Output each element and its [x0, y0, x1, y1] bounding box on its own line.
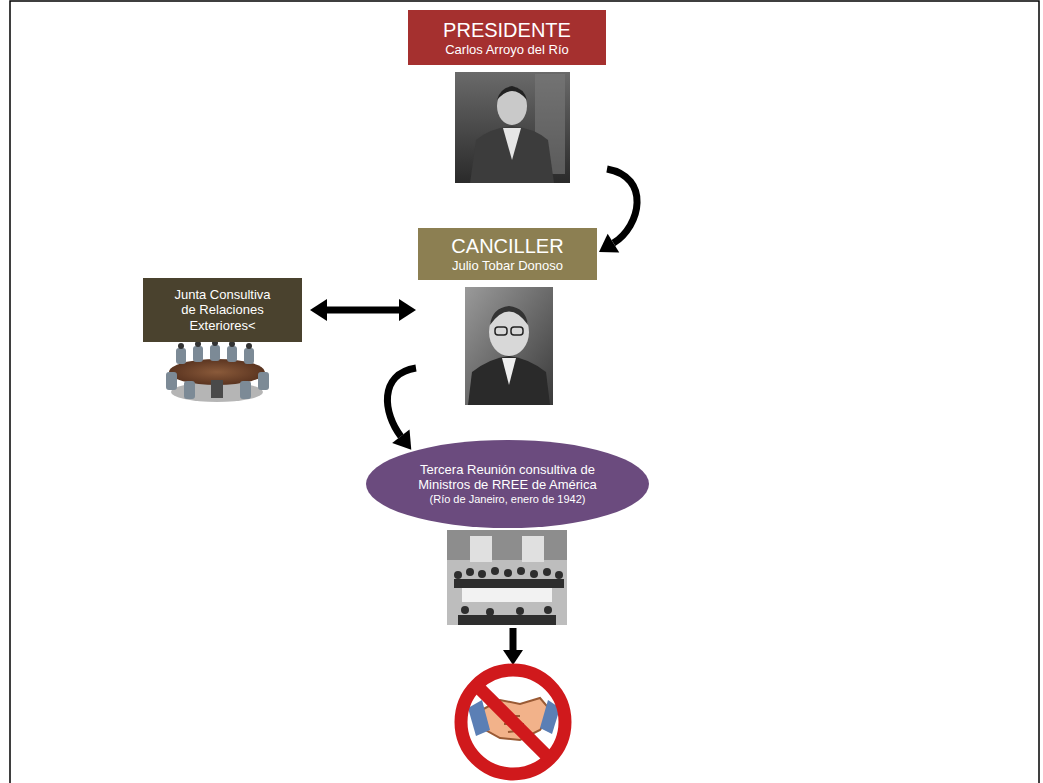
label-band: Junta Consultiva de Relaciones Exteriore…	[143, 278, 302, 342]
president-box: PRESIDENTECarlos Arroyo del Río	[408, 10, 606, 183]
connector-arrow	[599, 169, 637, 252]
node-heading: Tercera Reunión consultiva de Ministros …	[405, 462, 610, 493]
president-photo	[455, 72, 570, 183]
connector-line	[327, 307, 399, 314]
node-subtext: Carlos Arroyo del Río	[445, 42, 569, 58]
chancellor-photo	[465, 287, 553, 405]
label-band: CANCILLERJulio Tobar Donoso	[418, 228, 597, 280]
arrow-head	[399, 299, 416, 321]
chancellor-box: CANCILLERJulio Tobar Donoso	[418, 228, 597, 405]
page-frame	[10, 1, 1039, 783]
meeting-table-icon	[166, 340, 269, 402]
connector-arrow	[310, 299, 416, 321]
node-subtext: (Río de Janeiro, enero de 1942)	[430, 493, 586, 506]
connector-line	[387, 368, 416, 436]
connector-arrow	[387, 368, 416, 450]
meeting-ellipse: Tercera Reunión consultiva de Ministros …	[366, 440, 649, 528]
arrow-head	[392, 430, 411, 450]
council-box: Junta Consultiva de Relaciones Exteriore…	[143, 278, 302, 342]
node-heading: PRESIDENTE	[443, 18, 571, 42]
no-agreement-symbol	[461, 670, 565, 774]
arrow-head	[310, 299, 327, 321]
connector-line	[607, 169, 637, 243]
node-heading: Junta Consultiva de Relaciones Exteriore…	[167, 287, 279, 334]
meeting-photo	[447, 530, 567, 625]
node-heading: CANCILLER	[451, 234, 563, 258]
arrow-head	[599, 234, 619, 253]
down-arrow	[503, 628, 523, 665]
label-band: PRESIDENTECarlos Arroyo del Río	[408, 10, 606, 65]
node-subtext: Julio Tobar Donoso	[452, 258, 563, 274]
